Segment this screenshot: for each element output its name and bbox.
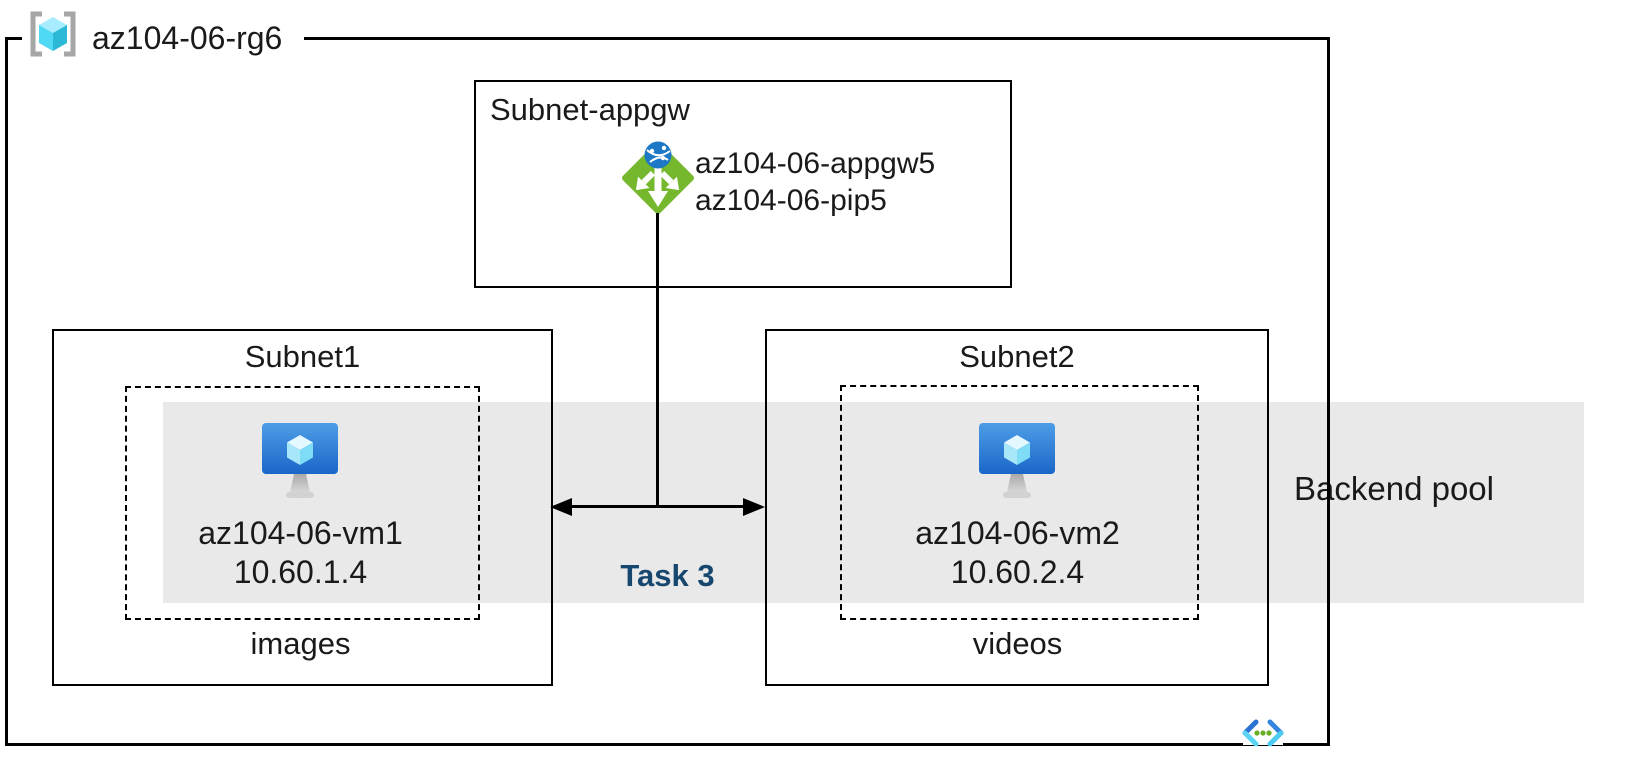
subnet2-box: Subnet2 — [765, 329, 1269, 686]
subnet1-caption: images — [250, 626, 351, 661]
virtual-network-icon — [1242, 719, 1284, 747]
subnet-appgw-title: Subnet-appgw — [490, 92, 690, 127]
resource-group-border-gap — [22, 33, 304, 44]
subnet1-title: Subnet1 — [244, 339, 361, 374]
application-gateway-labels: az104-06-appgw5 az104-06-pip5 — [695, 145, 935, 219]
subnet2-title: Subnet2 — [959, 339, 1075, 374]
vm1-ip-label: 10.60.1.4 — [233, 554, 368, 590]
resource-group-box — [5, 37, 1330, 746]
subnet1-subnet2-arrow-line — [566, 505, 750, 508]
subnet1-vm-dashed-box — [125, 386, 480, 620]
vm2-ip-label: 10.60.2.4 — [950, 554, 1085, 590]
subnet2-vm-labels: az104-06-vm2 10.60.2.4 — [840, 514, 1195, 592]
subnet2-caption: videos — [972, 626, 1063, 661]
appgw-name-label: az104-06-appgw5 — [695, 147, 936, 180]
subnet1-box: Subnet1 — [52, 329, 553, 686]
appgw-pip-label: az104-06-pip5 — [695, 184, 887, 217]
resource-group-label: az104-06-rg6 — [92, 20, 283, 56]
subnet1-vm-labels: az104-06-vm1 10.60.1.4 — [125, 514, 476, 592]
vm2-name-label: az104-06-vm2 — [915, 515, 1120, 551]
arrowhead-left-icon — [550, 497, 572, 516]
application-gateway-icon — [622, 141, 694, 214]
virtual-machine-icon — [979, 423, 1055, 498]
vm1-name-label: az104-06-vm1 — [198, 515, 403, 551]
subnet2-vm-dashed-box — [840, 385, 1199, 620]
resource-group-icon — [30, 11, 76, 57]
virtual-machine-icon — [262, 423, 338, 498]
appgw-to-subnets-connector-line — [656, 213, 659, 506]
arrowhead-right-icon — [743, 497, 765, 516]
subnet-appgw-box: Subnet-appgw — [474, 80, 1012, 288]
task-label: Task 3 — [620, 558, 715, 593]
backend-pool-label: Backend pool — [1294, 470, 1494, 507]
backend-pool-band — [163, 402, 1584, 603]
